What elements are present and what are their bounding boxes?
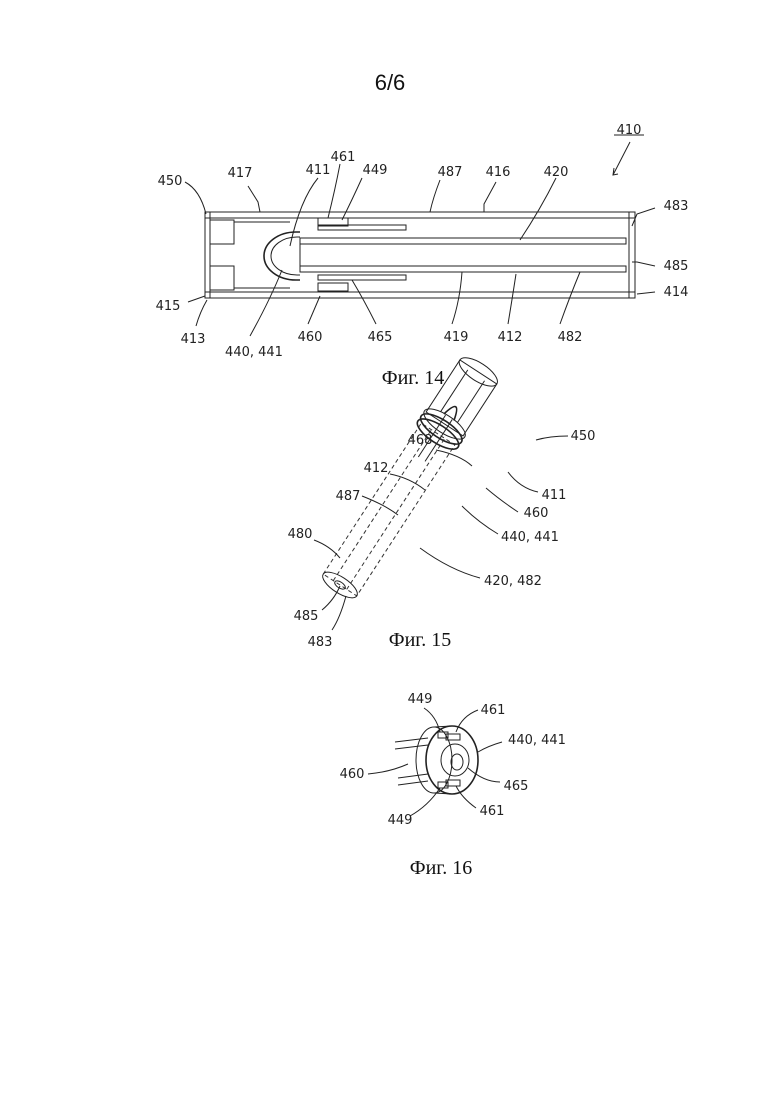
- label-411: 411: [306, 163, 331, 178]
- label-483: 483: [664, 199, 689, 214]
- label-415: 415: [156, 299, 181, 314]
- label-485: 485: [294, 609, 319, 624]
- label-483: 483: [308, 635, 333, 650]
- figure-14-caption: Фиг. 14: [382, 367, 444, 389]
- label-460: 460: [524, 506, 549, 521]
- cap-insert-top: [210, 220, 234, 244]
- label-450: 450: [158, 174, 183, 189]
- label-440-441: 440, 441: [508, 733, 566, 748]
- housing-top-wall: [205, 212, 635, 218]
- label-487: 487: [336, 489, 361, 504]
- label-411: 411: [542, 488, 567, 503]
- label-450: 450: [571, 429, 596, 444]
- label-461-bottom: 461: [480, 804, 505, 819]
- label-417: 417: [228, 166, 253, 181]
- label-460: 460: [340, 767, 365, 782]
- figure-16: 449 461 440, 441 460 465 449 461 Фиг. 16: [340, 692, 566, 879]
- label-412: 412: [364, 461, 389, 476]
- label-485: 485: [664, 259, 689, 274]
- tube-outline: [323, 423, 455, 596]
- label-449-bottom: 449: [388, 813, 413, 828]
- label-465: 465: [504, 779, 529, 794]
- u-bend-element: [264, 232, 300, 280]
- inner-tube-upper: [300, 238, 626, 244]
- label-412: 412: [498, 330, 523, 345]
- connector-bore: [441, 744, 469, 776]
- label-410: 410: [617, 123, 642, 138]
- label-480: 480: [288, 527, 313, 542]
- label-420-482: 420, 482: [484, 574, 542, 589]
- label-461: 461: [331, 150, 356, 165]
- connector-body-back: [416, 727, 452, 793]
- label-440-441: 440, 441: [501, 530, 559, 545]
- figure-14: 410 450 417 411 461 449 487 416 420 483 …: [156, 123, 689, 389]
- label-419: 419: [444, 330, 469, 345]
- label-449: 449: [363, 163, 388, 178]
- figure-15-caption: Фиг. 15: [389, 629, 451, 651]
- label-416: 416: [486, 165, 511, 180]
- label-420: 420: [544, 165, 569, 180]
- housing-left-wall: [205, 212, 210, 298]
- connector-460: [318, 283, 348, 291]
- label-413: 413: [181, 332, 206, 347]
- page-number: 6/6: [375, 70, 406, 95]
- label-465: 465: [368, 330, 393, 345]
- label-440-441: 440, 441: [225, 345, 283, 360]
- figure-15: 468 450 412 411 487 460 480 440, 441 420…: [288, 351, 596, 651]
- label-449-top: 449: [408, 692, 433, 707]
- label-482: 482: [558, 330, 583, 345]
- cap-insert-bottom: [210, 266, 234, 290]
- label-487: 487: [438, 165, 463, 180]
- inner-tube-lower: [300, 266, 626, 272]
- label-460: 460: [298, 330, 323, 345]
- label-468: 468: [408, 433, 433, 448]
- figure-16-caption: Фиг. 16: [410, 857, 472, 879]
- label-414: 414: [664, 285, 689, 300]
- label-461-top: 461: [481, 703, 506, 718]
